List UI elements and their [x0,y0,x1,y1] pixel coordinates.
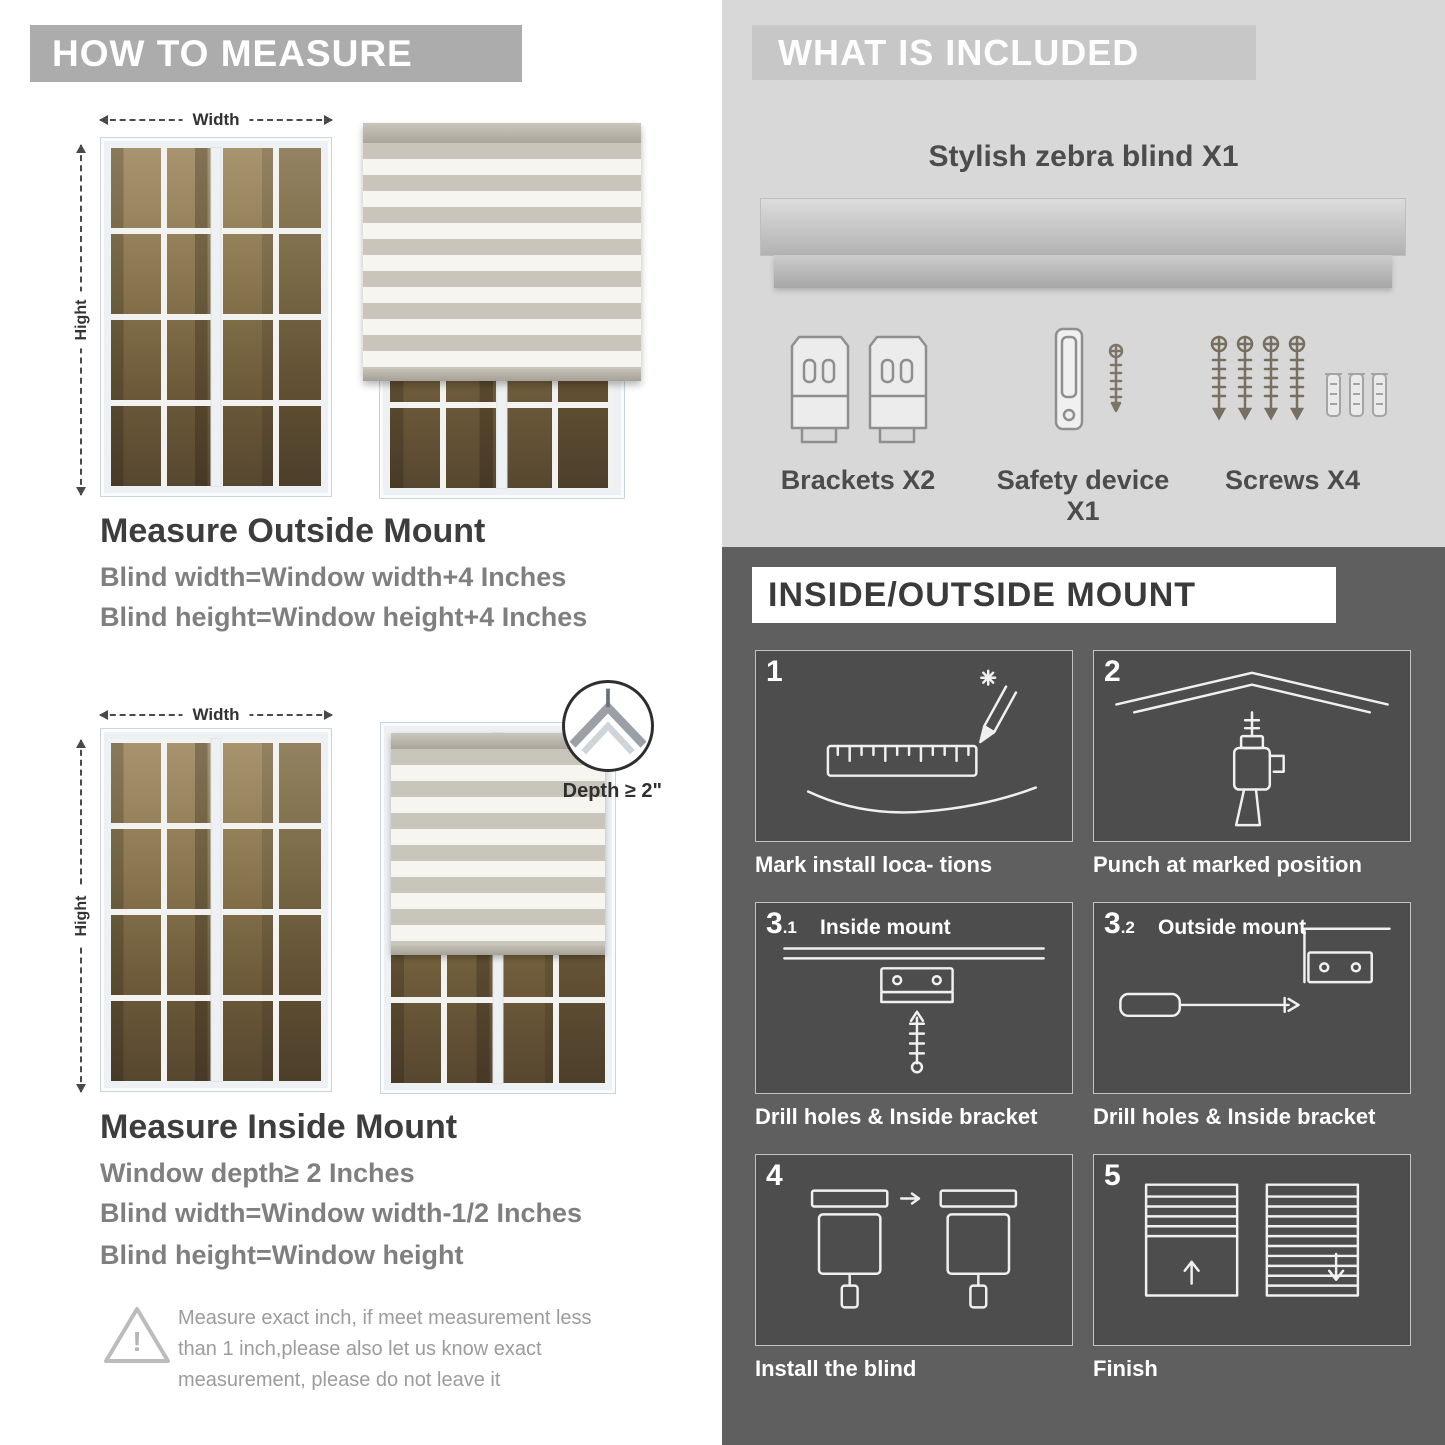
frame-corner-detail [569,688,647,755]
step-tile-3-1: 3.1 Inside mount [755,902,1073,1094]
install-blind-illustration [810,1189,1018,1309]
step-caption: Punch at marked position [1093,852,1362,877]
inside-mount-tag: Inside mount [820,916,951,939]
outside-mount-title: Measure Outside Mount [100,512,486,550]
anchors-icon [1325,373,1388,417]
width-label: Width [182,110,250,130]
step-number: 1 [766,655,783,688]
brackets-label: Brackets X2 [780,465,936,495]
zebra-blind-inside [391,733,605,955]
window-glass [111,739,321,1081]
outside-blind-illustration [363,123,641,499]
inside-bracket-illustration [783,947,1045,1074]
depth-detail-circle [562,680,654,772]
blind-cassette [391,733,605,749]
outside-mount-diagram: Width Hight [60,105,650,505]
note-line: measurement, please do not leave it [178,1369,501,1391]
height-arrow: Hight [73,144,91,496]
blind-headrail-illustration [760,198,1406,256]
step-caption: Drill holes & Inside bracket [755,1104,1038,1129]
what-is-included-panel: WHAT IS INCLUDED Stylish zebra blind X1 [722,0,1445,547]
finish-illustration [1144,1183,1360,1297]
blind-zebra-stripes [363,143,641,369]
inside-blind-illustration [380,722,616,1094]
what-is-included-title: WHAT IS INCLUDED [778,32,1140,73]
step-number: 3.1 [766,907,797,940]
step-number: 5 [1104,1159,1121,1192]
blind-cassette [363,123,641,143]
step-tile-1: 1 [755,650,1073,842]
inside-mount-title: Measure Inside Mount [100,1108,458,1146]
mount-steps-panel: INSIDE/OUTSIDE MOUNT 1 Mark install loca… [722,547,1445,1445]
step-tile-3-2: 3.2 Outside mount [1093,902,1411,1094]
step-caption: Finish [1093,1356,1158,1381]
window-illustration [100,137,332,497]
note-line: Measure exact inch, if meet measurement … [178,1307,592,1329]
step-tile-2: 2 [1093,650,1411,842]
zebra-blind-outside [363,123,641,381]
mount-header-title: INSIDE/OUTSIDE MOUNT [768,576,1197,614]
outside-spec-width: Blind width=Window width+4 Inches [100,562,567,592]
what-is-included-banner: WHAT IS INCLUDED [752,25,1256,80]
warning-exclamation: ! [132,1326,142,1357]
inside-spec-depth: Window depth≥ 2 Inches [100,1158,415,1188]
step-tile-5: 5 [1093,1154,1411,1346]
measure-note: Measure exact inch, if meet measurement … [178,1303,592,1396]
step-number: 2 [1104,655,1121,688]
drill-illustration [1115,671,1389,827]
window-glass [111,148,321,486]
window-illustration [100,728,332,1092]
mount-header-banner: INSIDE/OUTSIDE MOUNT [752,567,1336,623]
outside-mount-tag: Outside mount [1158,916,1307,939]
blind-bottom-rail [363,369,641,381]
blind-valance-illustration [774,255,1392,288]
inside-mount-diagram: Width Hight Depth ≥ 2" [60,680,720,1105]
warning-triangle-icon [104,1307,170,1363]
width-arrow: Width [99,705,333,725]
step-tile-4: 4 [755,1154,1073,1346]
step-caption: Drill holes & Inside bracket [1093,1104,1376,1129]
screws-label: Screws X4 [1224,465,1361,495]
width-arrow: Width [99,110,333,130]
step-number: 3.2 [1104,907,1135,940]
mark-location-illustration [806,669,1037,814]
blind-zebra-stripes [391,749,605,945]
step-number: 4 [766,1159,783,1192]
height-arrow: Hight [73,739,91,1093]
height-label: Hight [73,887,91,945]
step-caption: Install the blind [755,1356,917,1381]
screws-icon [1210,335,1388,421]
note-line: than 1 inch,please also let us know exac… [178,1338,542,1360]
inside-spec-height: Blind height=Window height [100,1240,464,1270]
inside-spec-width: Blind width=Window width-1/2 Inches [100,1198,583,1228]
width-label: Width [182,705,250,725]
height-label: Hight [73,291,91,349]
step-caption: Mark install loca- tions [755,852,993,877]
blind-bottom-rail [391,945,605,955]
safety-device-label: Safety device X1 [996,465,1170,526]
outside-bracket-illustration [1119,927,1391,1018]
product-title: Stylish zebra blind X1 [928,140,1239,173]
outside-spec-height: Blind height=Window height+4 Inches [100,602,588,632]
safety-device-icon [1054,327,1124,431]
how-to-measure-banner: HOW TO MEASURE [30,25,522,82]
brackets-icon [790,335,928,444]
how-to-measure-title: HOW TO MEASURE [52,33,413,74]
depth-label: Depth ≥ 2" [562,780,662,802]
